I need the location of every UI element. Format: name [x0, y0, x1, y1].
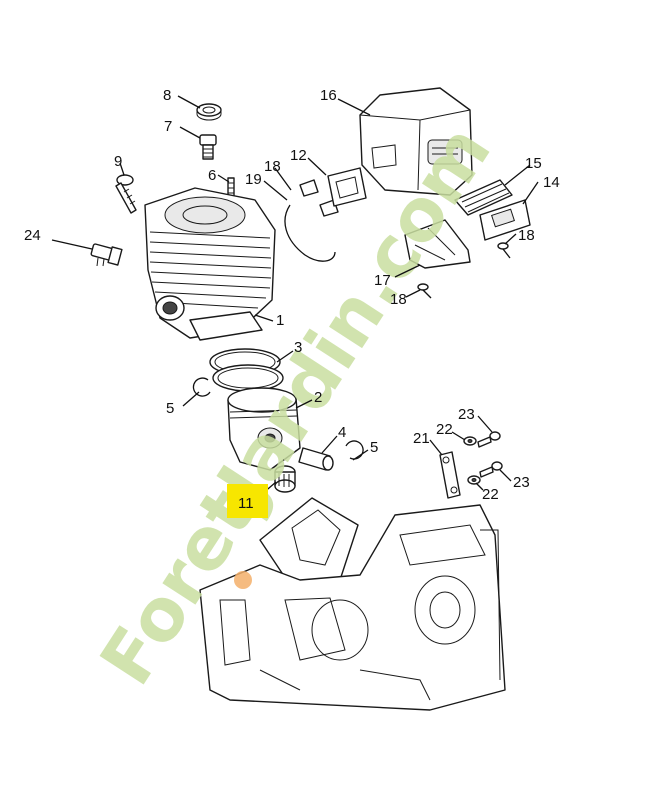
callout-7[interactable]: 7	[164, 118, 172, 135]
watermark-dot	[234, 571, 252, 589]
part-16-muffler	[359, 87, 473, 196]
part-5-circlip-left	[192, 377, 211, 397]
callout-9[interactable]: 9	[114, 153, 122, 170]
part-1-cylinder	[144, 187, 276, 341]
part-23-screw-lower	[479, 461, 503, 478]
part-7-valve	[199, 134, 217, 160]
part-8-seal	[196, 103, 222, 121]
part-24-decomp-valve	[90, 243, 123, 267]
part-18-screw-lower	[417, 283, 432, 299]
part-9-screw	[115, 174, 137, 214]
part-22-washer-lower	[467, 475, 481, 485]
part-14-cover	[479, 199, 531, 241]
callout-21[interactable]: 21	[413, 430, 430, 447]
callout-17[interactable]: 17	[374, 272, 391, 289]
callout-23-upper[interactable]: 23	[458, 406, 475, 423]
callout-4[interactable]: 4	[338, 424, 346, 441]
callout-12[interactable]: 12	[290, 147, 307, 164]
callout-3[interactable]: 3	[294, 339, 302, 356]
part-4-piston-pin	[298, 447, 334, 471]
callout-5-right[interactable]: 5	[370, 439, 378, 456]
callout-2[interactable]: 2	[314, 389, 322, 406]
part-21-plate	[439, 451, 461, 499]
part-20-clip	[284, 204, 336, 262]
leader-lines	[51, 95, 539, 495]
part-23-screw-upper	[477, 431, 501, 448]
callout-6[interactable]: 6	[208, 167, 216, 184]
callout-20[interactable]: 19	[245, 171, 262, 188]
crankcase	[199, 504, 506, 711]
highlight-box	[227, 484, 268, 518]
part-11-needle-cage	[274, 465, 296, 493]
part-3-piston-rings	[209, 348, 284, 392]
callout-14[interactable]: 14	[543, 174, 560, 191]
callouts: 8 7 9 6 24 18 19 12 16 15 14 18 17 18 1 …	[24, 87, 560, 512]
callout-18-upper[interactable]: 18	[518, 227, 535, 244]
callout-23-lower[interactable]: 23	[513, 474, 530, 491]
part-22-washer-upper	[463, 436, 477, 446]
callout-22-lower[interactable]: 22	[482, 486, 499, 503]
callout-19[interactable]: 18	[264, 158, 281, 175]
part-17-deflector	[404, 219, 471, 269]
callout-11[interactable]: 11	[238, 495, 254, 512]
callout-1[interactable]: 1	[276, 312, 284, 329]
callout-16[interactable]: 16	[320, 87, 337, 104]
part-2-piston	[227, 387, 301, 471]
part-12-gasket	[327, 167, 367, 207]
part-5-circlip-right	[345, 440, 364, 460]
callout-24[interactable]: 24	[24, 227, 41, 244]
callout-18-lower[interactable]: 18	[390, 291, 407, 308]
part-18-screw-upper	[497, 242, 511, 259]
callout-5-left[interactable]: 5	[166, 400, 174, 417]
callout-22-upper[interactable]: 22	[436, 421, 453, 438]
part-15-screen	[454, 179, 513, 216]
callout-15[interactable]: 15	[525, 155, 542, 172]
callout-8[interactable]: 8	[163, 87, 171, 104]
